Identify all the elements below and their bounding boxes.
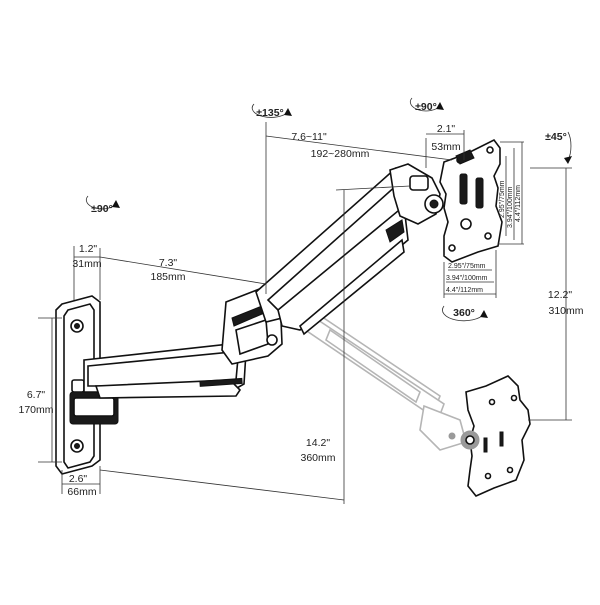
- plate-width-mm: 66mm: [67, 486, 96, 498]
- rotation-wall-swivel: ±90°: [85, 195, 120, 215]
- rotation-arrow-icon: [112, 200, 120, 208]
- rotate-label: 360°: [453, 307, 475, 319]
- vesa-v1: 2.95"/75mm: [499, 180, 506, 218]
- vesa-h3: 4.4"/112mm: [446, 287, 483, 294]
- drop-mm: 360mm: [300, 452, 335, 464]
- upper-arm: [255, 167, 421, 336]
- rotation-arm-swivel: ±135°: [251, 103, 292, 119]
- rotation-rotate: 360°: [442, 305, 488, 322]
- arm-reach-in: 7.6~11": [291, 131, 327, 143]
- vesa-plate: [439, 138, 503, 263]
- rotation-tilt: ±45°: [545, 131, 572, 164]
- tilt-label: ±45°: [545, 131, 567, 143]
- plate-height-in: 6.7": [27, 389, 46, 401]
- lower-arm-mm: 185mm: [150, 271, 185, 283]
- lift-mm: 310mm: [548, 305, 583, 317]
- arm-reach-mm: 192~280mm: [311, 148, 370, 160]
- plate-height-mm: 170mm: [18, 404, 53, 416]
- arm-offset-mm: 31mm: [72, 258, 101, 270]
- rotation-arrow-icon: [436, 102, 444, 110]
- vesa-depth-in: 2.1": [437, 123, 456, 135]
- plate-width-in: 2.6": [69, 473, 88, 485]
- vesa-h2: 3.94"/100mm: [446, 275, 488, 282]
- lower-arm-in: 7.3": [159, 257, 178, 269]
- rotation-arrow-icon: [480, 310, 488, 318]
- dimension-lines: [38, 122, 572, 504]
- lift-in: 12.2": [548, 289, 572, 301]
- drop-in: 14.2": [306, 437, 330, 449]
- rotation-arrow-icon: [284, 108, 292, 116]
- rotation-arrow-icon: [564, 156, 572, 164]
- arm-offset-in: 1.2": [79, 243, 98, 255]
- head-swivel-label: ±90°: [415, 101, 437, 113]
- vesa-v2: 3.94"/100mm: [507, 186, 514, 228]
- rotation-head-swivel: ±90°: [409, 97, 444, 113]
- tilt-head: [389, 163, 444, 225]
- wall-swivel-label: ±90°: [91, 203, 113, 215]
- arm-swivel-label: ±135°: [256, 107, 283, 119]
- vesa-v3: 4.4"/112mm: [515, 185, 522, 222]
- wall-plate: [55, 295, 119, 475]
- ghost-vesa-plate: [460, 375, 531, 497]
- lower-arm: [83, 343, 247, 399]
- vesa-h1: 2.95"/75mm: [448, 263, 486, 270]
- vesa-depth-mm: 53mm: [431, 141, 460, 153]
